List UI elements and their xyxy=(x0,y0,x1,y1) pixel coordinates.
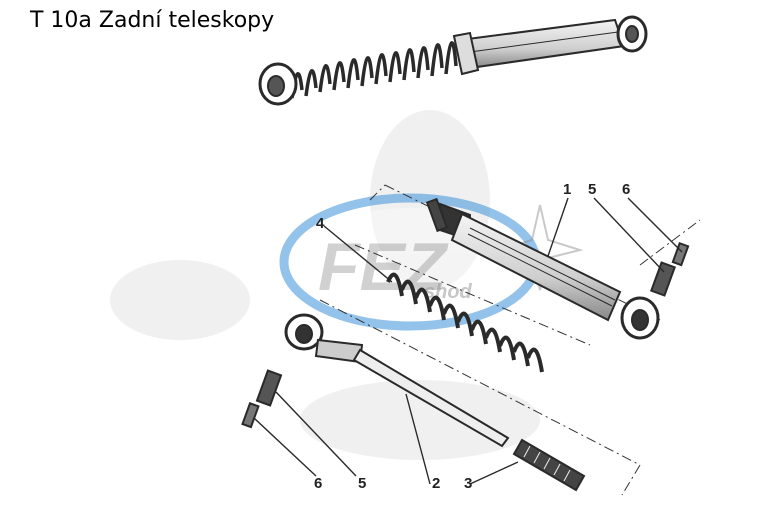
assembled-spring xyxy=(290,41,458,99)
callout-5-top: 5 xyxy=(588,181,596,198)
leader-lines xyxy=(253,197,683,485)
rubber-bushes-right xyxy=(650,241,690,297)
threaded-sleeve xyxy=(512,438,586,492)
callout-4: 4 xyxy=(316,215,325,232)
callout-1: 1 xyxy=(563,181,571,198)
callout-5-bottom: 5 xyxy=(358,475,366,492)
callout-6-bottom: 6 xyxy=(314,475,322,492)
page-title: T 10a Zadní teleskopy xyxy=(30,8,275,33)
assembled-shock-absorber xyxy=(258,15,648,106)
callout-2: 2 xyxy=(432,475,440,492)
callout-3: 3 xyxy=(464,475,472,492)
piston-rod xyxy=(284,313,510,448)
damper-body xyxy=(425,197,660,340)
rubber-bushes-left xyxy=(241,369,283,429)
watermark-logo-text: FEZ xyxy=(318,229,449,305)
callout-6-top: 6 xyxy=(622,181,630,198)
